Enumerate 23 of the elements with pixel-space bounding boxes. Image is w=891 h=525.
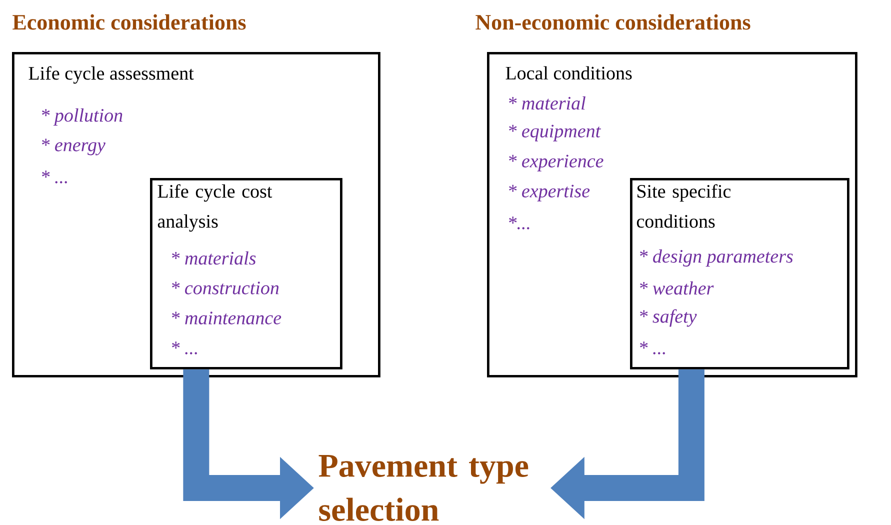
- list-item: * materials: [172, 251, 256, 265]
- list-item: * energy: [42, 138, 106, 156]
- list-item: * pollution: [42, 108, 122, 126]
- list-item: * ...: [42, 170, 67, 184]
- list-item: * construction: [172, 282, 279, 294]
- list-item: * design parameters: [640, 249, 793, 267]
- list-item: * ...: [172, 342, 197, 354]
- result-text: Pavement type selection: [318, 455, 528, 521]
- heading: Non-economic considerations: [476, 14, 750, 30]
- box-title: Life cycle cost analysis: [158, 184, 272, 232]
- list-item: * experience: [509, 154, 604, 172]
- list-item: * weather: [640, 281, 714, 295]
- box-title: Site specific conditions: [636, 184, 731, 228]
- box-title: Local conditions: [506, 66, 632, 80]
- list-item: * safety: [640, 309, 697, 327]
- list-item: * ...: [640, 342, 665, 354]
- heading: Economic considerations: [12, 14, 246, 30]
- list-item: * material: [509, 96, 586, 110]
- box-title: Life cycle assessment: [28, 66, 194, 84]
- list-item: *...: [509, 216, 530, 230]
- list-item: * expertise: [509, 184, 590, 202]
- list-item: * equipment: [509, 124, 601, 142]
- list-item: * maintenance: [172, 312, 282, 324]
